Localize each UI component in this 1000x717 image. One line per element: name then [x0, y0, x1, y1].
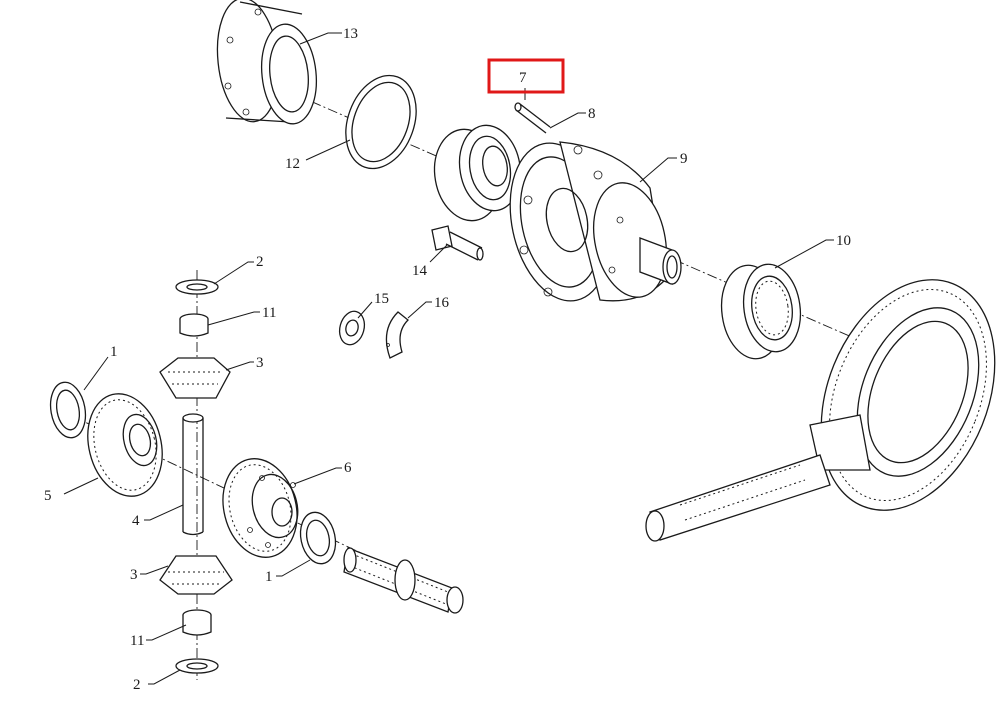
part-11-bushing-bottom[interactable] [182, 609, 212, 636]
callout-11-bottom: 11 [130, 633, 144, 649]
callout-16: 16 [434, 295, 450, 311]
part-14-bolt[interactable] [431, 225, 484, 261]
part-12-shim-ring[interactable] [334, 66, 429, 179]
part-5-side-gear[interactable] [77, 386, 172, 504]
part-3-pinion-gear-top[interactable] [159, 357, 231, 399]
part-2-washer-bottom[interactable] [175, 658, 219, 674]
callout-4: 4 [132, 513, 140, 529]
splined-axle-shaft[interactable] [343, 547, 464, 614]
callout-13: 13 [343, 26, 358, 42]
part-2-washer-top[interactable] [175, 279, 219, 295]
callout-3-bottom: 3 [130, 567, 138, 583]
part-8-pin[interactable] [514, 102, 551, 134]
part-6-side-gear-right[interactable] [213, 451, 307, 565]
part-11-bushing-top[interactable] [179, 313, 209, 337]
part-15-washer[interactable] [336, 308, 368, 347]
callout-1-right: 1 [265, 569, 273, 585]
part-3-pinion-gear-bottom[interactable] [159, 555, 233, 595]
part-9-differential-case[interactable] [496, 134, 682, 310]
callout-3-top: 3 [256, 355, 264, 371]
leader-lines [63, 32, 834, 685]
callout-9: 9 [680, 151, 688, 167]
callout-1-left: 1 [110, 344, 118, 360]
callout-5: 5 [44, 488, 52, 504]
callout-6: 6 [344, 460, 352, 476]
callout-15: 15 [374, 291, 389, 307]
callout-10: 10 [836, 233, 851, 249]
highlight-box-part-7 [487, 58, 565, 94]
callout-8: 8 [588, 106, 596, 122]
callout-11-top: 11 [262, 305, 276, 321]
part-4-cross-pin[interactable] [182, 413, 204, 536]
ring-gear-assembly[interactable] [645, 254, 1000, 542]
part-1-thrust-washer-left[interactable] [46, 379, 89, 440]
part-10-bearing[interactable] [716, 261, 806, 363]
callout-12: 12 [285, 156, 300, 172]
callout-2-top: 2 [256, 254, 264, 270]
part-16-lock-plate[interactable] [385, 311, 409, 359]
callout-14: 14 [412, 263, 428, 279]
callout-7[interactable]: 7 [519, 70, 527, 86]
part-13-bearing-housing[interactable] [212, 0, 321, 127]
part-1-thrust-washer-right[interactable] [296, 509, 340, 567]
callout-2-bottom: 2 [133, 677, 141, 693]
part-7-taper-bearing[interactable] [428, 120, 527, 226]
